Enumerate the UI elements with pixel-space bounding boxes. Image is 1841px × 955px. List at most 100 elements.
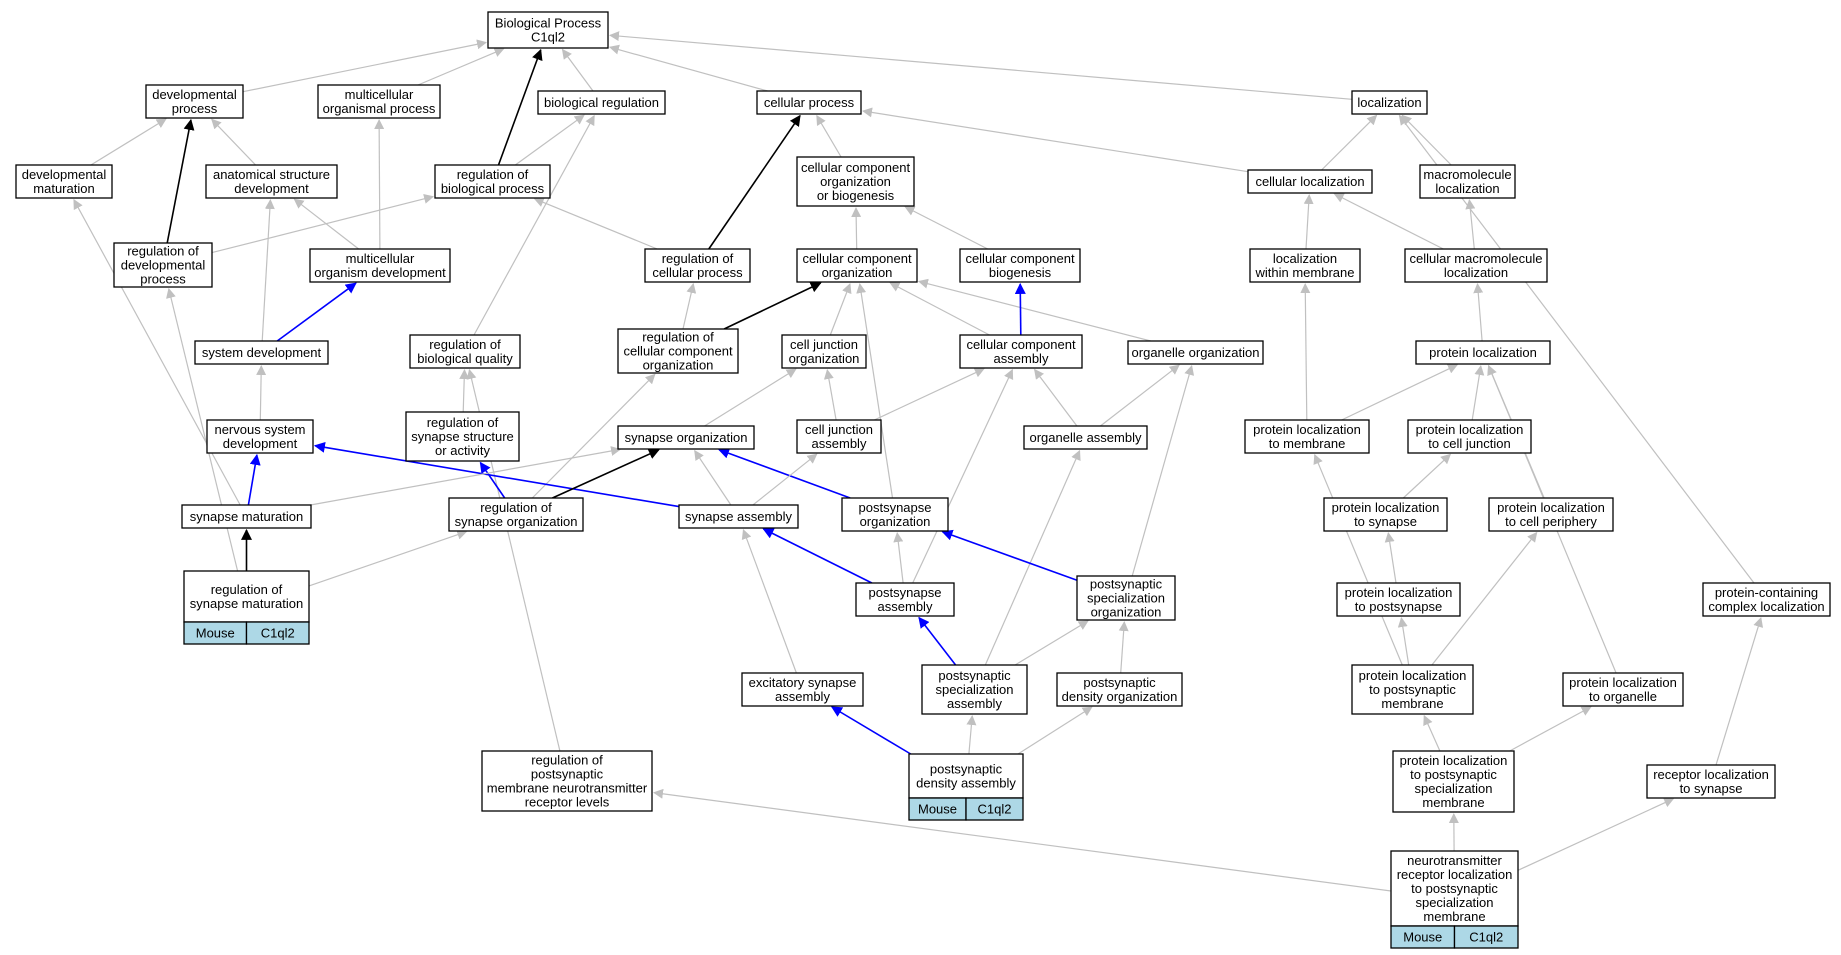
edge-plmem-to-protloc — [1341, 364, 1459, 421]
node-bioreg[interactable]: biological regulation — [537, 90, 666, 115]
node-box — [1249, 248, 1361, 283]
node-label-line: development — [234, 181, 309, 196]
node-label-line: to postsynapse — [1355, 599, 1442, 614]
node-label-line: receptor localization — [1653, 767, 1769, 782]
edge-regcell-to-cellproc — [708, 114, 801, 250]
node-label-line: protein localization — [1416, 422, 1524, 437]
node-label-line: to synapse — [1354, 514, 1417, 529]
edge-regqual-to-bioreg — [473, 114, 595, 336]
edge-regsynorg-to-regsynstruct — [479, 461, 506, 499]
edge-regcco-to-cco — [723, 282, 822, 330]
node-label-line: C1ql2 — [531, 30, 565, 45]
node-synasm[interactable]: synapse assembly — [678, 504, 799, 529]
node-label-line: specialization — [1414, 781, 1492, 796]
edge-plpssm-to-plpsmem — [1423, 714, 1441, 752]
edge-cca-to-cco — [889, 282, 990, 336]
edge-regcco-to-regcell — [682, 282, 697, 330]
node-box — [1646, 764, 1776, 799]
node-box — [921, 664, 1028, 715]
node-box — [908, 753, 1024, 799]
node-box — [796, 248, 918, 283]
edges-layer — [73, 31, 1764, 892]
node-label-line: organization — [643, 358, 714, 373]
edge-anat-to-dev — [211, 118, 257, 166]
node-label-line: membrane — [1422, 795, 1484, 810]
node-orgorg[interactable]: organelle organization — [1127, 340, 1264, 365]
annotation-gene-label: C1ql2 — [261, 626, 295, 641]
edge-orgasm-to-cca — [1034, 368, 1078, 427]
node-box — [181, 504, 312, 529]
edge-regdev-to-regbio — [211, 193, 435, 254]
node-protloc[interactable]: protein localization — [1415, 340, 1551, 365]
node-label-line: membrane — [1381, 696, 1443, 711]
node-box — [1023, 425, 1148, 450]
node-label-line: cell junction — [805, 422, 873, 437]
edge-cmacloc-to-cellloc — [1333, 193, 1444, 250]
node-label-line: regulation of — [457, 167, 529, 182]
node-cellloc[interactable]: cellular localization — [1247, 169, 1373, 194]
node-box — [1562, 672, 1684, 707]
node-cellproc[interactable]: cellular process — [756, 90, 862, 115]
node-label-line: membrane neurotransmitter — [487, 781, 648, 796]
node-box — [1415, 340, 1551, 365]
node-synorg[interactable]: synapse organization — [617, 425, 755, 450]
edge-recloc-to-pcloc — [1715, 616, 1764, 766]
node-box — [206, 419, 314, 454]
node-label-line: protein localization — [1359, 668, 1467, 683]
node-sysdev[interactable]: system development — [194, 340, 329, 365]
node-synmat[interactable]: synapse maturation — [181, 504, 312, 529]
node-label-line: to cell periphery — [1505, 514, 1597, 529]
node-loc[interactable]: localization — [1351, 90, 1428, 115]
annotation-organism-label: Mouse — [1403, 930, 1442, 945]
annotation-gene-label: C1ql2 — [1469, 930, 1503, 945]
node-label-line: specialization — [935, 682, 1013, 697]
node-orgasm[interactable]: organelle assembly — [1023, 425, 1148, 450]
edge-locmem-to-cellloc — [1303, 194, 1314, 250]
edge-psdasm-to-pssasm — [966, 715, 977, 755]
